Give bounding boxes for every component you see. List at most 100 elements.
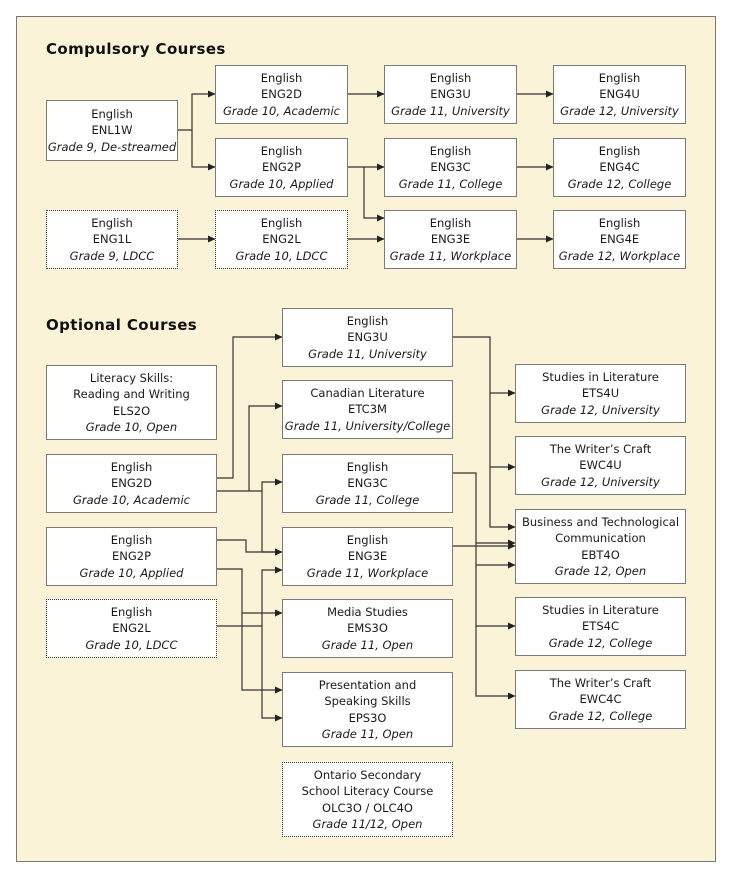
course-title-line: Canadian Literature xyxy=(310,385,425,400)
course-grade: Grade 10, Applied xyxy=(79,565,184,580)
course-title-line: English xyxy=(260,70,303,85)
course-title-line: Literacy Skills: xyxy=(89,370,174,385)
course-code: ENG3C xyxy=(430,160,471,175)
course-grade: Grade 11, University xyxy=(391,103,510,118)
course-title-line: English xyxy=(110,532,153,547)
course-title-line: Studies in Literature xyxy=(542,602,659,617)
course-grade: Grade 10, Academic xyxy=(73,492,190,507)
course-code: ELS2O xyxy=(112,403,151,418)
course-title-line: The Writer’s Craft xyxy=(549,441,652,456)
course-grade: Grade 11, Workplace xyxy=(306,565,429,580)
course-title-line: English xyxy=(110,459,153,474)
course-title-line: Studies in Literature xyxy=(542,369,659,384)
course-grade: Grade 9, LDCC xyxy=(69,248,155,263)
course-code: ENG3E xyxy=(430,232,471,247)
course-title-line: Media Studies xyxy=(327,604,408,619)
course-code: ENG3U xyxy=(347,330,388,345)
course-title-line: English xyxy=(429,143,472,158)
course-grade: Grade 11, College xyxy=(398,176,503,191)
course-code: ENG3U xyxy=(430,87,471,102)
course-title-line: Presentation and xyxy=(318,677,417,692)
course-title-line: English xyxy=(598,215,641,230)
course-grade: Grade 11, University xyxy=(308,346,427,361)
course-title-line: The Writer’s Craft xyxy=(549,675,652,690)
course-code: ENG4C xyxy=(599,160,640,175)
course-grade: Grade 12, University xyxy=(541,402,660,417)
course-title-line: English xyxy=(91,106,133,121)
course-grade: Grade 12, University xyxy=(560,103,679,118)
course-title-line: English xyxy=(91,215,133,230)
course-title-line: English xyxy=(429,70,472,85)
course-code: EPS3O xyxy=(348,710,387,725)
course-title-line: English xyxy=(429,215,472,230)
course-code: ENG4E xyxy=(599,232,640,247)
course-grade: Grade 11, Workplace xyxy=(389,248,512,263)
course-code: ENG2P xyxy=(111,549,152,564)
course-code: EWC4U xyxy=(579,458,622,473)
course-title-line: English xyxy=(346,532,389,547)
course-code: ETS4U xyxy=(581,386,620,401)
course-code: ETC3M xyxy=(348,402,387,417)
compulsory-courses-heading: Compulsory Courses xyxy=(46,40,226,58)
course-title-line: Reading and Writing xyxy=(73,387,190,401)
course-grade: Grade 10, Open xyxy=(85,420,178,434)
course-grade: Grade 12, College xyxy=(567,176,672,191)
course-title-line: English xyxy=(260,143,303,158)
course-code: ENG4U xyxy=(599,87,640,102)
course-title-line: Communication xyxy=(555,531,646,545)
course-title-line: English xyxy=(346,459,389,474)
course-code: ENL1W xyxy=(91,123,133,138)
course-grade: Grade 11/12, Open xyxy=(312,817,423,831)
optional-courses-heading: Optional Courses xyxy=(46,316,198,334)
course-code: EBT4O xyxy=(581,547,620,562)
course-code: EWC4C xyxy=(579,692,622,707)
course-grade: Grade 10, Applied xyxy=(229,176,334,191)
course-code: ETS4C xyxy=(582,619,619,634)
course-title-line: English xyxy=(110,604,153,619)
course-grade: Grade 11, Open xyxy=(321,727,414,741)
course-code: ENG3E xyxy=(347,549,388,564)
course-grade: Grade 11, College xyxy=(315,492,420,507)
course-title-line: Speaking Skills xyxy=(324,694,411,708)
course-code: ENG2L xyxy=(262,232,301,247)
course-code: ENG2D xyxy=(261,87,302,102)
course-title-line: School Literacy Course xyxy=(301,784,434,798)
course-code: ENG1L xyxy=(92,232,132,247)
course-grade: Grade 12, Open xyxy=(554,564,647,578)
course-grade: Grade 11, University/College xyxy=(284,418,451,433)
course-title-line: Business and Technological xyxy=(521,514,680,529)
course-code: ENG3C xyxy=(347,476,388,491)
course-grade: Grade 12, College xyxy=(548,635,653,650)
course-code: EMS3O xyxy=(347,621,388,636)
course-code: ENG2L xyxy=(112,621,151,636)
course-grade: Grade 9, De-streamed xyxy=(47,139,177,154)
course-title-line: English xyxy=(598,143,641,158)
